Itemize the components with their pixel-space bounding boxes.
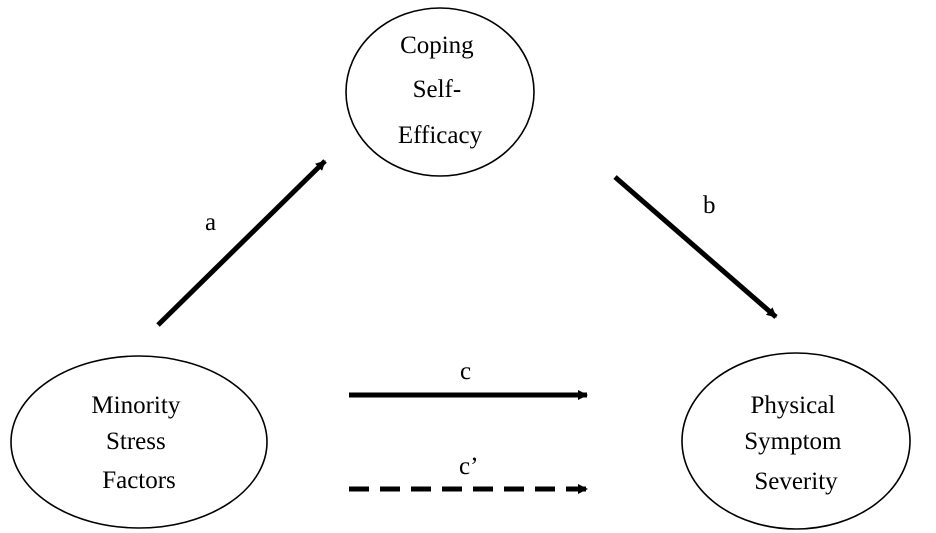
node-physical-symptom-severity: Physical Symptom Severity bbox=[681, 352, 911, 530]
node-minority-stress-factors-ellipse bbox=[10, 355, 268, 529]
node-minority-stress-factors-label: Minority Stress Factors bbox=[91, 392, 186, 494]
node-minority-stress-factors-line-2: Stress bbox=[106, 428, 166, 455]
node-physical-symptom-severity-line-1: Physical bbox=[751, 392, 836, 419]
node-coping-self-efficacy-line-3: Efficacy bbox=[398, 122, 483, 149]
node-minority-stress-factors: Minority Stress Factors bbox=[10, 355, 268, 529]
node-coping-self-efficacy-ellipse bbox=[345, 7, 535, 177]
node-coping-self-efficacy-label: Coping Self- Efficacy bbox=[398, 32, 483, 149]
node-physical-symptom-severity-label: Physical Symptom Severity bbox=[744, 392, 848, 495]
node-physical-symptom-severity-ellipse bbox=[681, 352, 911, 530]
node-coping-self-efficacy-line-1: Coping bbox=[400, 32, 474, 59]
node-physical-symptom-severity-line-2: Symptom bbox=[744, 428, 842, 455]
edge-c-label: c bbox=[460, 358, 471, 385]
edge-c-prime-label: c’ bbox=[459, 453, 478, 480]
edge-b-label: b bbox=[703, 192, 716, 219]
edge-b-arrow bbox=[613, 175, 778, 319]
node-minority-stress-factors-line-1: Minority bbox=[91, 392, 180, 419]
node-physical-symptom-severity-line-3: Severity bbox=[754, 468, 838, 495]
edge-a-arrow bbox=[156, 159, 327, 327]
node-coping-self-efficacy: Coping Self- Efficacy bbox=[345, 7, 535, 177]
node-coping-self-efficacy-line-2: Self- bbox=[413, 76, 462, 103]
node-minority-stress-factors-line-3: Factors bbox=[102, 467, 176, 494]
edge-a-label: a bbox=[205, 209, 216, 236]
